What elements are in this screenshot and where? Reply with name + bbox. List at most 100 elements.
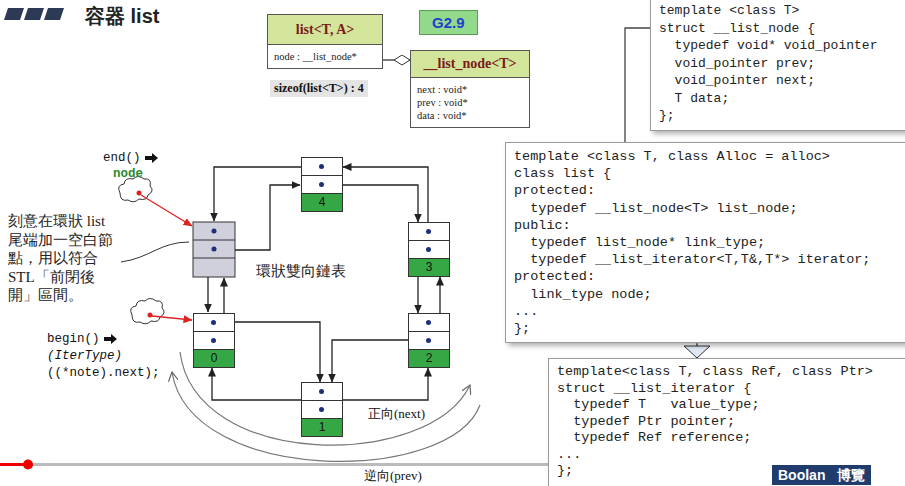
next-pointer [214, 167, 301, 221]
class-field: node : __list_node* [274, 50, 376, 63]
code-line: }; [514, 320, 901, 337]
connector [625, 28, 650, 142]
connector [332, 340, 408, 382]
header-bars [4, 8, 64, 20]
code-line: typedef Ptr pointer; [557, 414, 901, 431]
direction-label: 逆向(prev) [362, 468, 424, 483]
pointer-cell [409, 332, 449, 350]
code-line: protected: [514, 182, 901, 199]
direction-arc [172, 372, 480, 461]
data-cell: 2 [409, 350, 449, 367]
pointer-dot [319, 182, 324, 187]
code-line: void_pointer next; [659, 72, 901, 90]
header-bar [44, 8, 64, 20]
cloud-icon [131, 299, 164, 324]
connector [417, 277, 418, 313]
code-box: template <class T>struct __list_node {ty… [650, 0, 905, 131]
pointer-dot [212, 247, 217, 252]
arrow-symbol [104, 334, 117, 344]
code-line: protected: [514, 268, 901, 285]
pointer-dot [426, 320, 431, 325]
list-node: 4 [301, 157, 343, 212]
connector [235, 322, 320, 382]
code-line: typedef void* void_pointer [659, 37, 901, 55]
pointer-dot [211, 320, 216, 325]
watermark: 博覽 [831, 465, 871, 485]
connector [696, 343, 697, 358]
code-line: typedef T value_type; [557, 397, 901, 414]
page-title: 容器 list [85, 3, 159, 30]
node-number: 3 [426, 260, 433, 274]
code-line: link_type node; [514, 286, 901, 303]
code-line: public: [514, 217, 901, 234]
pointer-dot [426, 247, 431, 252]
empty-node [193, 222, 235, 277]
node-text: G2.9 [432, 14, 465, 31]
code-line: ... [557, 447, 901, 464]
note-text: 刻意在環狀 list 尾端加一空白節點，用以符合STL「前閉後開」區間。 [8, 212, 120, 305]
class-box: list<T, A> node : __list_node* [267, 14, 383, 69]
header-bar [4, 8, 24, 20]
prev-pointer [223, 278, 224, 313]
code-line: ... [514, 303, 901, 320]
class-body: next : void*prev : void*data : void* [411, 78, 529, 127]
list-node: 0 [193, 313, 235, 368]
code-line: template <class T, class Alloc = alloc> [514, 148, 901, 165]
iterator-pointer [152, 316, 192, 320]
prev-pointer [235, 185, 300, 250]
class-body: node : __list_node* [268, 45, 382, 68]
code-line: struct __list_iterator { [557, 381, 901, 398]
code-line: typedef __list_iterator<T,T&,T*> iterato… [514, 251, 901, 268]
list-node: 3 [408, 222, 450, 277]
node-number: 4 [319, 195, 326, 209]
class-field: data : void* [417, 109, 523, 122]
pointer-cell [194, 314, 234, 332]
class-box: __list_node<T>next : void*prev : void*da… [410, 50, 530, 128]
pointer-dot [211, 338, 216, 343]
code-line: void_pointer prev; [659, 55, 901, 73]
connector [343, 185, 418, 222]
connector [439, 277, 440, 313]
class-header: __list_node<T> [411, 51, 529, 78]
next-pointer [207, 277, 208, 312]
data-cell: 4 [302, 194, 342, 211]
pointer-dot [426, 229, 431, 234]
version-tag: G2.9 [419, 10, 478, 35]
list-node: 1 [301, 382, 343, 437]
pointer-cell [194, 332, 234, 350]
pointer-cell [409, 314, 449, 332]
cell-divider [193, 258, 235, 259]
code-label: end() [103, 150, 141, 166]
pointer-dot [319, 407, 324, 412]
connector [383, 59, 410, 60]
code-label: begin() [47, 331, 100, 347]
iterator-pointer [141, 195, 192, 226]
leader-line [121, 242, 189, 262]
node-number: 1 [319, 420, 326, 434]
pointer-cell [302, 383, 342, 401]
code-label: ((*note).next); [47, 365, 160, 381]
code-line: struct __list_node { [659, 20, 901, 38]
data-cell: 3 [409, 259, 449, 276]
code-line: T data; [659, 90, 901, 108]
code-label: node [113, 166, 143, 182]
code-label: (IterType) [47, 348, 122, 364]
pointer-cell [302, 401, 342, 419]
pointer-dot [426, 338, 431, 343]
arrow-symbol [145, 153, 158, 163]
code-line: }; [659, 107, 901, 125]
iterator-dot [148, 313, 153, 318]
progress-knob [23, 460, 33, 470]
connector [343, 368, 428, 400]
connector [343, 167, 428, 222]
pointer-dot [212, 229, 217, 234]
class-header: list<T, A> [268, 15, 382, 45]
pointer-cell [409, 241, 449, 259]
list-node: 2 [408, 313, 450, 368]
data-cell: 1 [302, 419, 342, 436]
iterator-dot [137, 191, 142, 196]
data-cell: 0 [194, 350, 234, 367]
ring-label: 環狀雙向鏈表 [256, 262, 346, 281]
class-name: list<T, A> [296, 22, 354, 38]
